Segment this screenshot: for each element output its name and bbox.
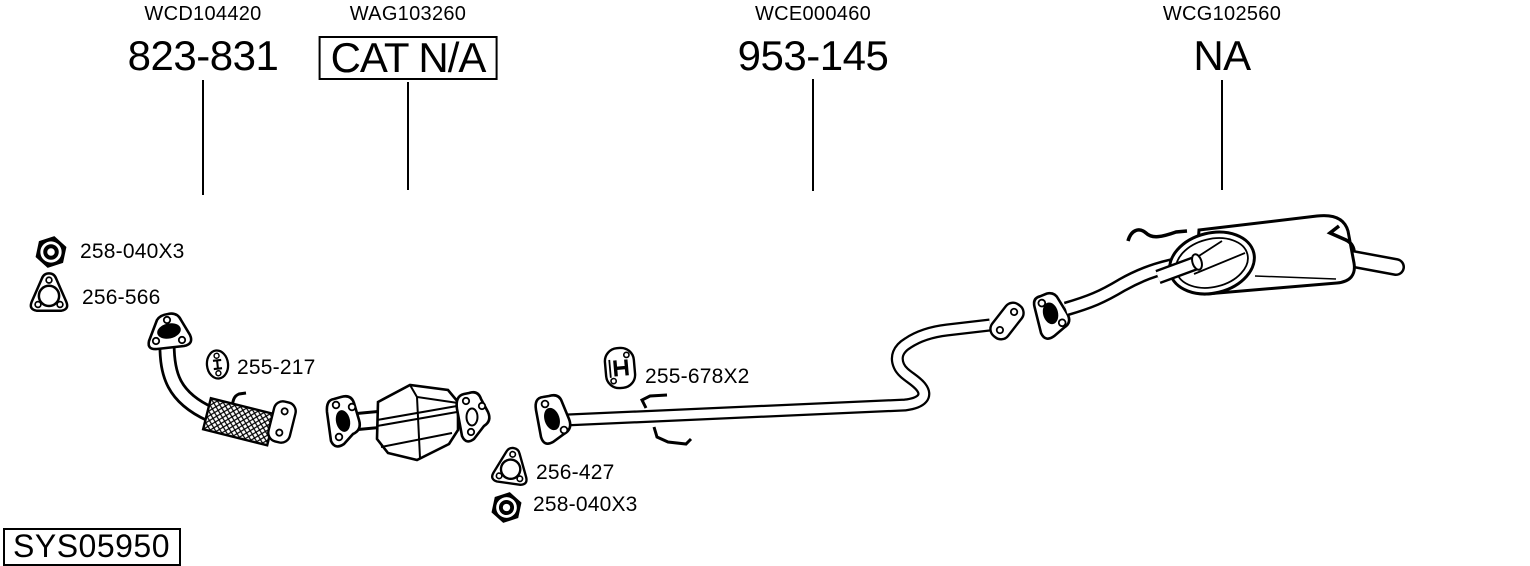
column-front-pipe: WCD104420 823-831 (128, 3, 279, 78)
system-id-badge: SYS05950 (3, 528, 182, 566)
catalytic-converter-drawing (325, 383, 491, 462)
oem-ref-code: WCD104420 (144, 3, 262, 25)
flange-gasket-icon (490, 446, 528, 486)
hex-nut-icon (491, 492, 522, 523)
rubber-hanger-icon (205, 349, 230, 380)
rubber-hanger-icon (603, 346, 637, 390)
column-middle-pipe: WCE000460 953-145 (738, 3, 889, 78)
flange-gasket-icon (29, 272, 69, 312)
leader-line (202, 80, 204, 195)
callout-part-number: 258-040X3 (80, 240, 185, 263)
hex-nut-icon (35, 236, 67, 268)
rear-muffler-drawing (1032, 214, 1405, 340)
flex-section (201, 396, 277, 447)
part-number: NA (1193, 32, 1251, 79)
part-number: CAT N/A (318, 36, 498, 80)
leader-line (812, 79, 814, 191)
column-catalyst: WAG103260 CAT N/A (318, 3, 498, 80)
callout-part-number: 255-217 (237, 356, 316, 379)
middle-pipe-drawing (534, 301, 1025, 446)
part-number: 953-145 (737, 32, 889, 79)
oem-ref-code: WAG103260 (349, 3, 467, 25)
callout-part-number: 255-678X2 (645, 365, 750, 388)
callout-part-number: 256-566 (82, 286, 161, 309)
callout-part-number: 258-040X3 (533, 493, 638, 516)
oem-ref-code: WCG102560 (1162, 3, 1282, 25)
leader-line (1221, 80, 1223, 190)
callout-part-number: 256-427 (536, 461, 615, 484)
front-pipe-drawing (147, 312, 297, 447)
part-number: 823-831 (127, 32, 279, 79)
leader-line (407, 82, 409, 190)
oem-ref-code: WCE000460 (754, 3, 872, 25)
column-rear-muffler: WCG102560 NA (1163, 3, 1281, 78)
